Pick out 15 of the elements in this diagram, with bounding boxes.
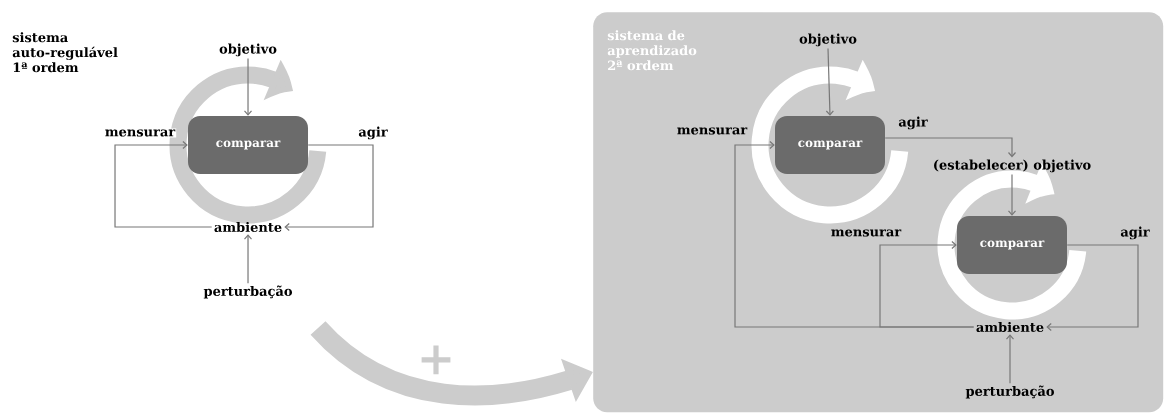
node-label: objetivo bbox=[799, 33, 857, 47]
edge-label: mensurar bbox=[103, 128, 177, 138]
node-label: ambiente bbox=[976, 321, 1044, 332]
arrow bbox=[1005, 334, 1015, 384]
node-label: perturbação bbox=[965, 385, 1054, 399]
edge-label: agir bbox=[357, 125, 389, 141]
node-label: perturbação bbox=[203, 285, 292, 299]
node-label: ambiente bbox=[214, 221, 282, 232]
system-title: sistema auto-regulável 1ª ordem bbox=[12, 32, 118, 73]
edge-label: mensurar bbox=[829, 228, 903, 238]
arrow bbox=[243, 234, 253, 284]
edge-label: mensurar bbox=[675, 126, 749, 136]
edge-label: + bbox=[415, 344, 457, 376]
arrow bbox=[884, 137, 1017, 158]
node-label: objetivo bbox=[219, 43, 277, 57]
